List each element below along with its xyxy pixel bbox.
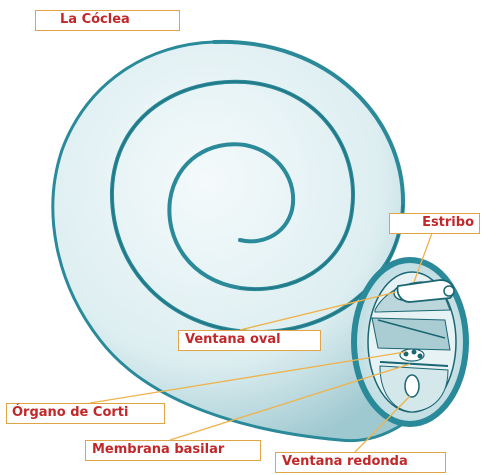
label-ventana-oval: Ventana oval	[178, 330, 321, 351]
round-window	[405, 375, 419, 397]
stapes-head	[444, 286, 454, 296]
hair-cell	[412, 350, 417, 355]
cochlear-duct	[372, 318, 450, 350]
label-membrana-basilar: Membrana basilar	[85, 440, 261, 461]
label-ventana-redonda: Ventana redonda	[275, 452, 446, 473]
diagram-title: La Cóclea	[35, 10, 180, 31]
label-organo-corti: Órgano de Corti	[6, 403, 165, 424]
hair-cell	[418, 354, 423, 359]
label-estribo: Estribo	[389, 213, 480, 234]
